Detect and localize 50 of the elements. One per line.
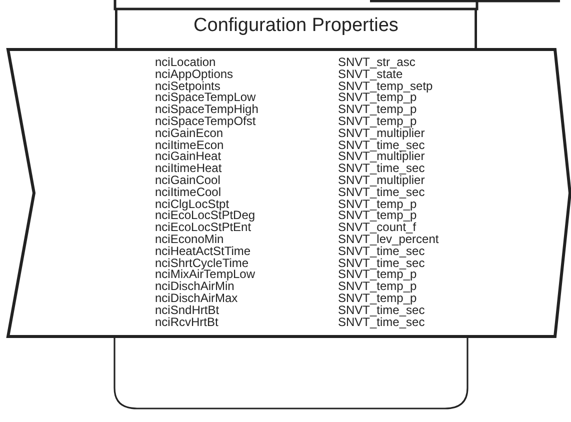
section-heading: Configuration Properties — [192, 15, 400, 37]
property-name: nciGainCool — [155, 174, 220, 186]
data-type-name: SNVT_str_asc — [338, 56, 416, 68]
data-type-name: SNVT_time_sec — [338, 138, 425, 151]
data-type-name: SNVT_temp_p — [338, 292, 417, 304]
property-name: nciEcoLocStPtEnt — [155, 221, 252, 234]
data-type-name: SNVT_time_sec — [338, 186, 425, 198]
data-type-name: SNVT_temp_p — [338, 280, 417, 292]
data-type-name: SNVT_temp_p — [338, 209, 417, 222]
property-name: nciSpaceTempHigh — [155, 103, 258, 116]
data-type-name: SNVT_temp_p — [338, 115, 417, 127]
property-name: nciSndHrtBt — [155, 304, 220, 316]
property-name: nciGainEcon — [155, 126, 224, 139]
property-name: nciSpaceTempLow — [155, 91, 256, 104]
data-type-name: SNVT_count_f — [338, 221, 416, 234]
property-name: nciDischAirMin — [155, 280, 234, 292]
property-name: nciAppOptions — [155, 68, 234, 80]
data-type-name: SNVT_time_sec — [338, 256, 425, 269]
data-type-name: SNVT_time_sec — [338, 304, 425, 316]
rounded-box — [113, 338, 469, 410]
property-name: nciItimeEcon — [155, 138, 224, 151]
property-name: nciSetpoints — [155, 80, 220, 92]
data-type-name: SNVT_temp_p — [338, 103, 417, 116]
property-name: nciHeatActStTime — [155, 244, 251, 257]
property-name: nciDischAirMax — [155, 292, 238, 304]
property-name: nciLocation — [155, 56, 216, 68]
data-type-name: SNVT_temp_p — [338, 268, 417, 280]
property-name: nciClgLocStpt — [155, 198, 230, 210]
property-name: nciShrtCycleTime — [155, 256, 249, 269]
data-type-name: SNVT_time_sec — [338, 316, 425, 328]
property-name: nciMixAirTempLow — [155, 268, 256, 280]
data-type-name: SNVT_temp_setp — [338, 80, 433, 92]
data-type-name: SNVT_lev_percent — [338, 233, 439, 245]
data-type-name: SNVT_multiplier — [338, 126, 425, 139]
property-name: nciGainHeat — [155, 150, 222, 162]
property-name: nciRcvHrtBt — [155, 316, 218, 328]
property-name: nciEconoMin — [155, 233, 224, 245]
data-type-name: SNVT_state — [338, 68, 403, 80]
data-type-name: SNVT_time_sec — [338, 162, 425, 174]
data-type-name: SNVT_time_sec — [338, 244, 425, 257]
property-name: nciSpaceTempOfst — [155, 115, 256, 127]
chevron-panel — [6, 48, 571, 338]
data-type-name: SNVT_temp_p — [338, 198, 417, 210]
data-type-name: SNVT_multiplier — [338, 174, 425, 186]
data-type-name: SNVT_multiplier — [338, 150, 425, 162]
header-box — [115, 9, 477, 48]
property-name: nciItimeCool — [155, 186, 222, 198]
property-name: nciItimeHeat — [155, 162, 222, 174]
property-name: nciEcoLocStPtDeg — [155, 209, 256, 222]
data-type-name: SNVT_temp_p — [338, 91, 417, 104]
